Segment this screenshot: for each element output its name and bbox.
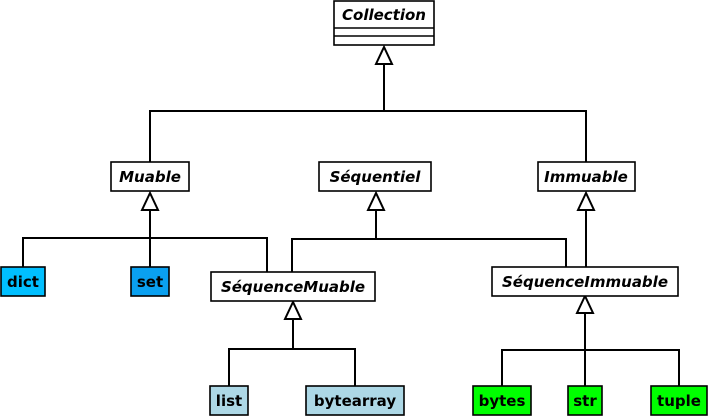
class-dict-box	[0, 266, 46, 297]
edge-sequentiel-children	[291, 210, 567, 272]
class-list-box	[209, 385, 249, 416]
class-sequentiel: Séquentiel	[318, 161, 432, 192]
class-muable-label: Muable	[119, 168, 181, 186]
class-bytearray-box	[305, 385, 405, 416]
class-bytearray: bytearray	[305, 385, 405, 416]
class-set: set	[130, 266, 170, 297]
class-tuple: tuple	[650, 385, 708, 416]
class-tuple-box	[650, 385, 708, 416]
inheritance-connectors	[22, 64, 680, 386]
class-sequence-immuable: SéquenceImmuable	[491, 266, 679, 297]
class-sequentiel-label: Séquentiel	[330, 168, 422, 186]
class-collection-label: Collection	[342, 6, 426, 24]
class-dict: dict	[0, 266, 46, 297]
edge-collection-children	[149, 64, 587, 162]
class-collection-box	[333, 0, 435, 46]
class-sequence-immuable-box	[491, 266, 679, 297]
class-str: str	[567, 385, 603, 416]
class-str-label: str	[573, 392, 597, 410]
class-immuable-label: Immuable	[544, 168, 628, 186]
class-list: list	[209, 385, 249, 416]
class-tuple-label: tuple	[657, 392, 701, 410]
class-sequence-muable-box	[210, 271, 376, 302]
edge-muable-children	[22, 210, 268, 272]
arrowhead-sequentiel	[366, 190, 386, 211]
class-set-label: set	[137, 273, 163, 291]
class-sequentiel-box	[318, 161, 432, 192]
arrowhead-sequence-immuable	[575, 293, 595, 314]
class-bytes-box	[472, 385, 532, 416]
edge-sequence-muable-children	[228, 319, 356, 386]
arrowhead-immuable	[576, 190, 596, 211]
class-sequence-immuable-label: SéquenceImmuable	[502, 273, 668, 291]
class-bytes-label: bytes	[479, 392, 526, 410]
class-muable: Muable	[110, 161, 190, 192]
class-dict-label: dict	[7, 273, 39, 291]
class-immuable: Immuable	[537, 161, 636, 192]
arrowhead-muable	[140, 190, 160, 211]
class-sequence-muable: SéquenceMuable	[210, 271, 376, 302]
class-muable-box	[110, 161, 190, 192]
class-bytearray-label: bytearray	[314, 392, 396, 410]
class-str-box	[567, 385, 603, 416]
arrowhead-sequence-muable	[283, 299, 303, 320]
arrowhead-collection	[374, 44, 394, 65]
class-sequence-muable-label: SéquenceMuable	[221, 278, 365, 296]
class-set-box	[130, 266, 170, 297]
inheritance-arrowheads	[140, 44, 596, 320]
edge-sequence-immuable-children	[501, 313, 680, 386]
class-bytes: bytes	[472, 385, 532, 416]
class-list-label: list	[216, 392, 242, 410]
class-immuable-box	[537, 161, 636, 192]
class-collection: Collection	[333, 0, 435, 46]
